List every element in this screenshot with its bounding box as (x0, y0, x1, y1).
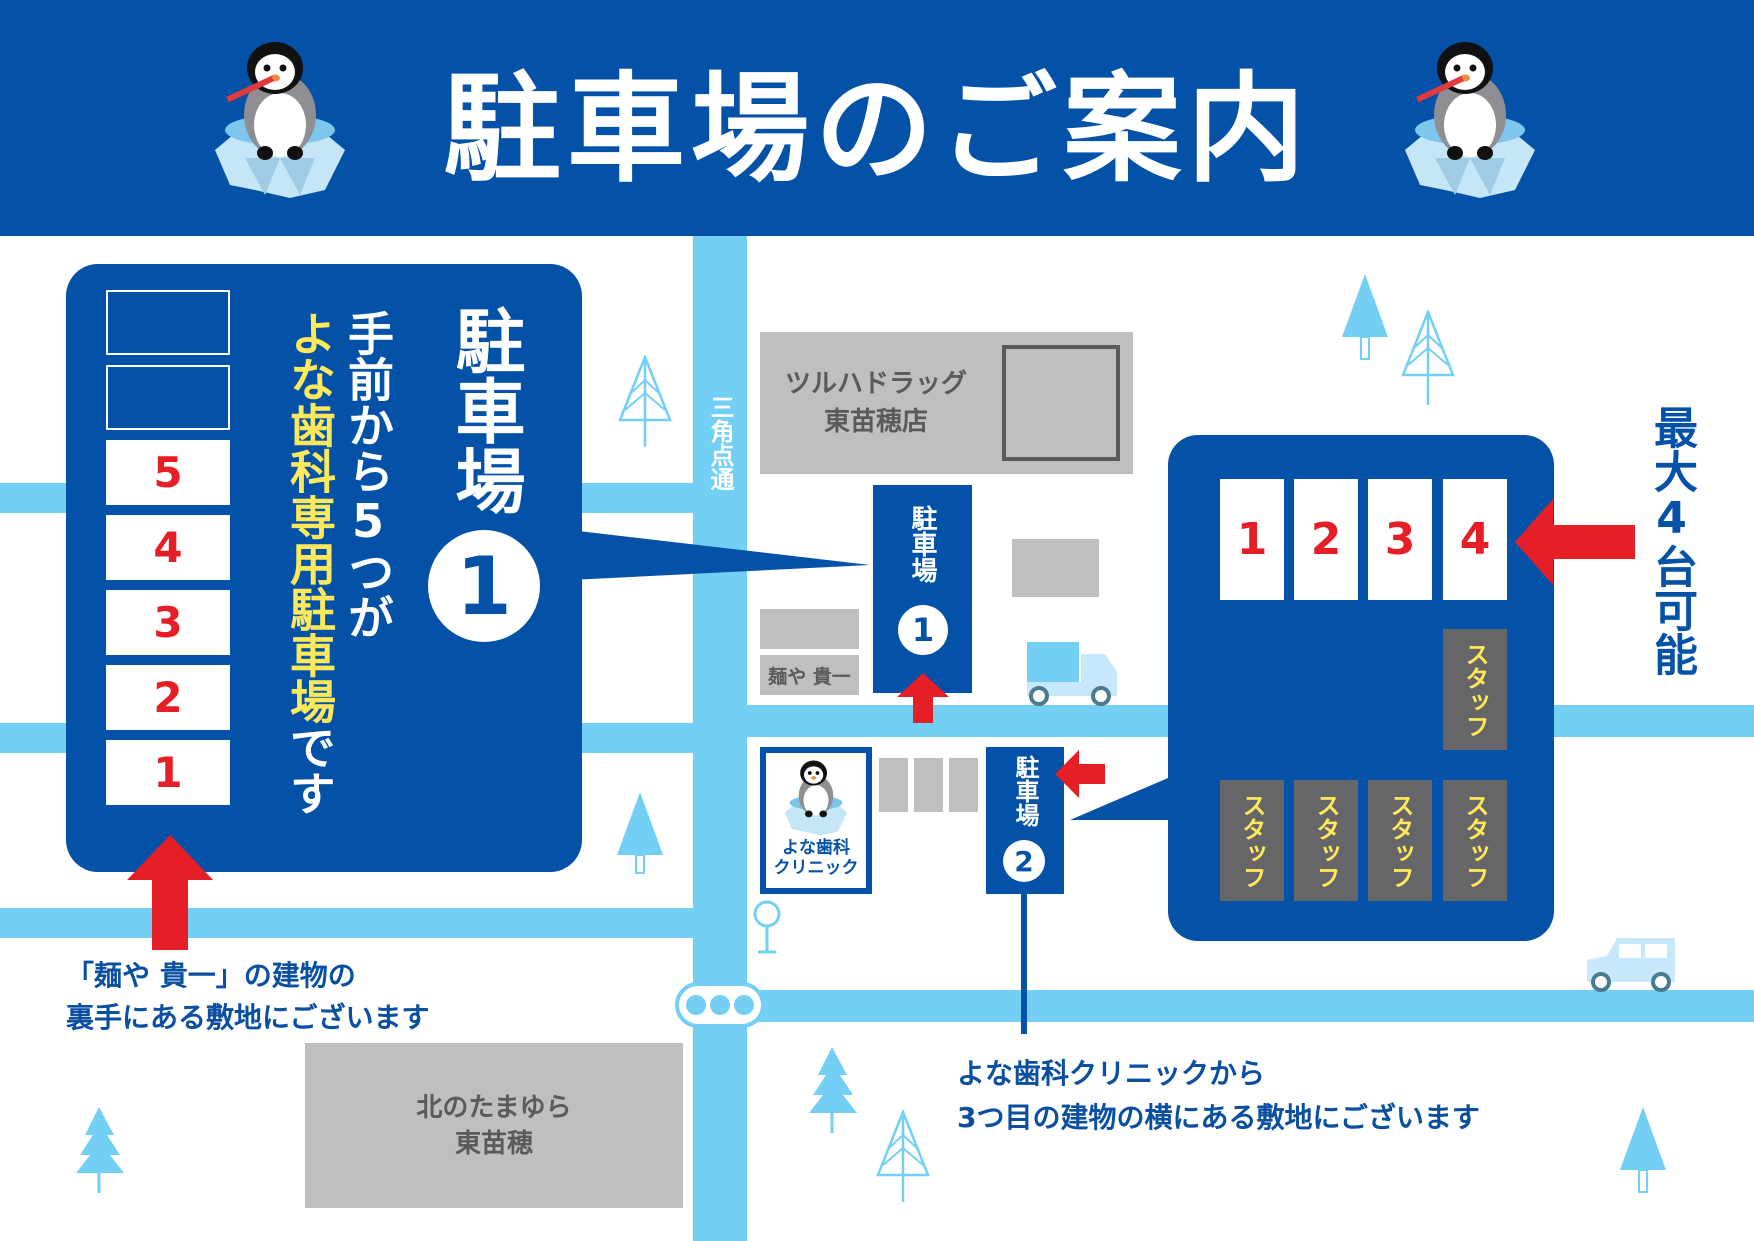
penguin-mascot-icon (1405, 42, 1535, 198)
penguin-mascot-icon (784, 760, 848, 836)
staff-parking-slot: スタッフ (1368, 780, 1432, 901)
lot2-map-number: 2 (1003, 840, 1045, 882)
lot2-leader-line (1021, 894, 1027, 1034)
parking-slot: 5 (106, 440, 230, 505)
lot2-callout-pointer (1070, 775, 1175, 820)
penguin-mascot-icon (215, 42, 345, 198)
parking-slot: 4 (1443, 479, 1507, 600)
lot2-capacity-note: 最大4台可能 (1646, 405, 1697, 676)
parking-slot: 1 (1220, 479, 1284, 600)
building-drugstore: ツルハドラッグ 東苗穂店 (760, 332, 1133, 474)
building-unlabeled (1012, 539, 1099, 597)
tree-pine-icon (76, 1107, 124, 1193)
tree-outline-icon (1401, 310, 1455, 405)
staff-parking-slot: スタッフ (1294, 780, 1358, 901)
building-ramen: 麺や 貴一 (760, 655, 859, 695)
parking-slot: 2 (106, 665, 230, 730)
traffic-light-icon (675, 982, 765, 1028)
tree-filled-icon (1342, 274, 1388, 360)
lot1-map-marker (873, 485, 972, 693)
parking-slot: 1 (106, 740, 230, 805)
tree-filled-icon (617, 792, 663, 874)
lot1-entrance-arrow-icon (897, 673, 949, 723)
lot1-callout-pointer (570, 530, 870, 580)
road-left-lower (0, 908, 693, 938)
parking-space-gray (879, 758, 908, 812)
parking-slot: 2 (1294, 479, 1358, 600)
parking-slot-unassigned (106, 290, 230, 355)
parking-slot: 3 (1368, 479, 1432, 600)
parking-slot: 4 (106, 515, 230, 580)
lot1-map-label: 駐車場 (907, 505, 937, 583)
parking-slot: 3 (106, 590, 230, 655)
building-unlabeled (760, 609, 859, 649)
staff-parking-slot: スタッフ (1443, 629, 1507, 750)
bus-stop-icon (753, 900, 781, 954)
staff-parking-slot: スタッフ (1220, 780, 1284, 901)
parking-space-gray (914, 758, 943, 812)
clinic-building: よな歯科 クリニック (760, 747, 872, 894)
lot1-first-five-text: 手前から5つが (341, 310, 395, 640)
truck-icon (1027, 642, 1117, 706)
car-icon (1587, 938, 1675, 992)
lot2-entrance-arrow-icon (1055, 750, 1105, 798)
tree-outline-icon (618, 355, 672, 447)
lot1-exclusive-text: よな歯科専用駐車場です (283, 310, 337, 816)
lot2-map-label: 駐車場 (1011, 755, 1039, 827)
tree-filled-icon (1620, 1107, 1666, 1193)
road-right-lower (747, 990, 1754, 1022)
lot1-map-number: 1 (898, 605, 948, 655)
lot2-entrance-arrow-icon (1515, 499, 1635, 585)
lot1-heading: 駐車場 (444, 305, 526, 515)
staff-parking-slot: スタッフ (1443, 780, 1507, 901)
lot1-slot-column: 5 4 3 2 1 (106, 290, 230, 805)
page-title: 駐車場のご案内 (442, 59, 1311, 198)
clinic-name: よな歯科 クリニック (773, 838, 859, 878)
parking-space-gray (949, 758, 978, 812)
lot2-location-note: よな歯科クリニックから 3つ目の建物の横にある敷地にございます (957, 1057, 1480, 1134)
entrance-arrow-icon (127, 835, 213, 950)
street-name-label: 三角点通 (706, 395, 734, 491)
lot1-location-note: 「麺や 貴一」の建物の 裏手にある敷地にございます (66, 959, 430, 1034)
lot1-number-badge: 1 (428, 530, 540, 642)
drugstore-annex-outline (1002, 345, 1120, 461)
tree-outline-icon (876, 1110, 930, 1202)
parking-slot-unassigned (106, 365, 230, 430)
road-vertical-main (693, 236, 747, 1241)
tree-pine-icon (809, 1047, 857, 1133)
building-hotel: 北のたまゆら 東苗穂 (305, 1043, 683, 1208)
